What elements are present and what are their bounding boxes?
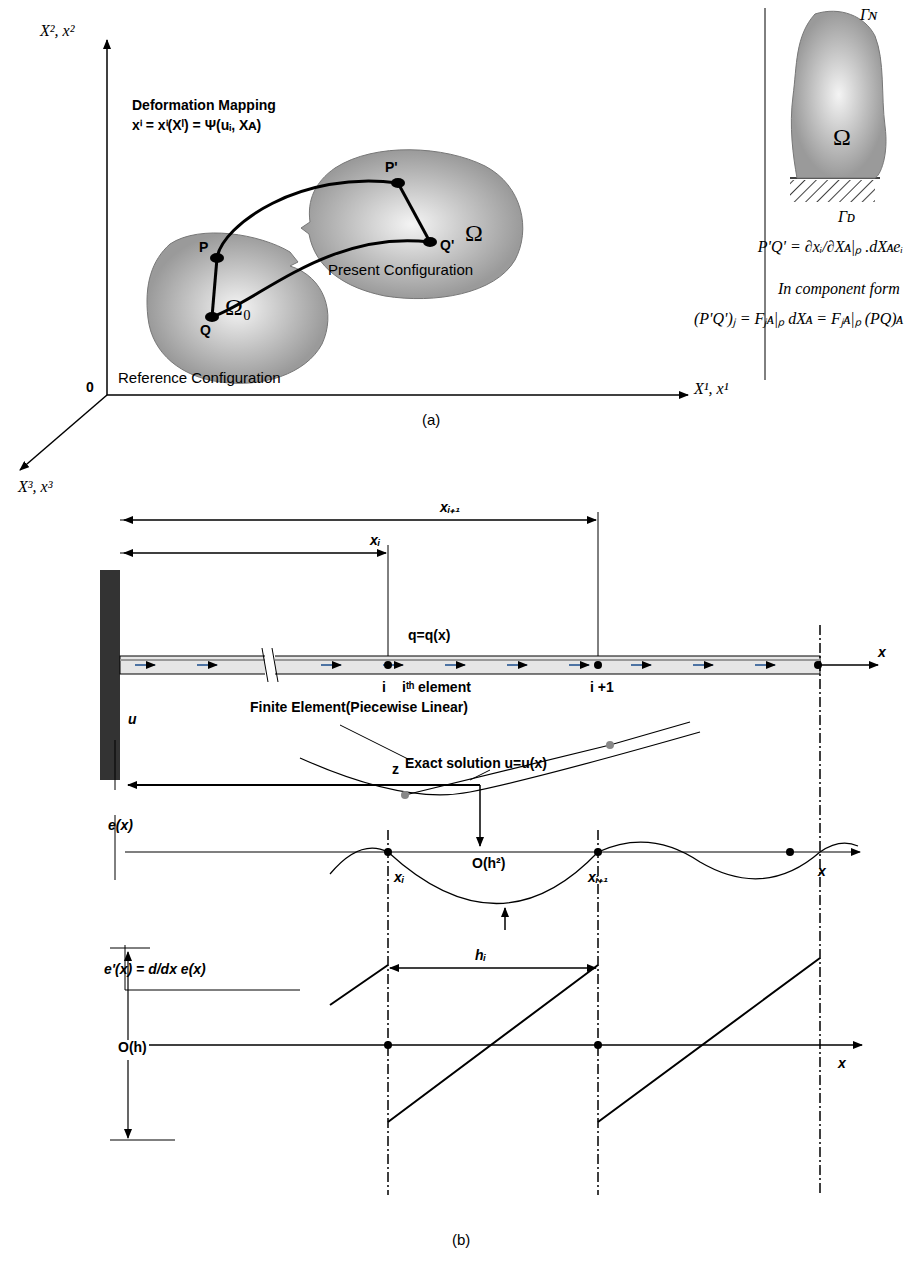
note: In component form: [778, 280, 900, 298]
equation: (P'Q')ⱼ = Fⱼᴀ|ₚ dXᴀ = Fⱼᴀ|ₚ (PQ)ᴀ: [694, 310, 903, 328]
axis-label: x: [878, 645, 886, 660]
axis-label: e'(x) = d/dx e(x): [104, 962, 206, 977]
panel-label: (b): [452, 1232, 470, 1249]
order-label: O(h): [116, 1040, 149, 1055]
boundary-label: Γɴ: [860, 6, 877, 24]
panel-label: (a): [422, 412, 440, 429]
config-label: Reference Configuration: [118, 370, 281, 387]
boundary-label: Γᴅ: [838, 208, 855, 226]
dimension: z: [392, 762, 399, 777]
point-label: P: [199, 240, 208, 255]
dimension: xᵢ: [370, 533, 380, 548]
region-outline: [785, 6, 890, 180]
dimension: hᵢ: [475, 948, 486, 963]
curve-label: Exact solution u=u(x): [405, 756, 547, 771]
equation: xⁱ = xⁱ(Xᴵ) = Ψ(uᵢ, Xᴀ): [132, 118, 261, 133]
title-text: Deformation Mapping: [132, 98, 276, 113]
element-label: iᵗʰ element: [402, 680, 471, 695]
equation: P'Q' = ∂xᵢ/∂Xᴀ|ₚ .dXᴀeᵢ: [758, 238, 903, 256]
origin-label: 0: [86, 380, 94, 395]
order-label: O(h²): [470, 856, 507, 871]
point-label: P': [385, 160, 398, 175]
axis-label: x: [838, 1056, 846, 1071]
axis-label: X¹, x¹: [694, 380, 728, 398]
node-label: i +1: [590, 680, 614, 695]
region-label: Ω: [833, 124, 851, 151]
point-label: Q: [200, 323, 211, 338]
axis-label: u: [128, 712, 137, 727]
node-coordinate: xᵢ: [394, 870, 404, 885]
config-label: Present Configuration: [328, 262, 473, 279]
axis-label: x: [818, 864, 826, 879]
node-coordinate: xᵢ₊₁: [588, 870, 608, 885]
dimension: xᵢ₊₁: [440, 500, 460, 515]
axis-label: e(x): [108, 818, 133, 833]
axis-label: X², x²: [40, 22, 74, 40]
region-label: Ω: [465, 220, 483, 247]
body-region: Ω₀: [140, 222, 340, 394]
body-region: Ω: [785, 6, 890, 180]
node-label: i: [382, 680, 386, 695]
load-label: q=q(x): [408, 628, 450, 643]
point-label: Q': [440, 238, 454, 253]
axis-label: X³, x³: [18, 478, 52, 496]
body-region: Ω: [295, 138, 533, 306]
curve-label: Finite Element(Piecewise Linear): [250, 700, 468, 715]
region-outline: [295, 138, 533, 306]
